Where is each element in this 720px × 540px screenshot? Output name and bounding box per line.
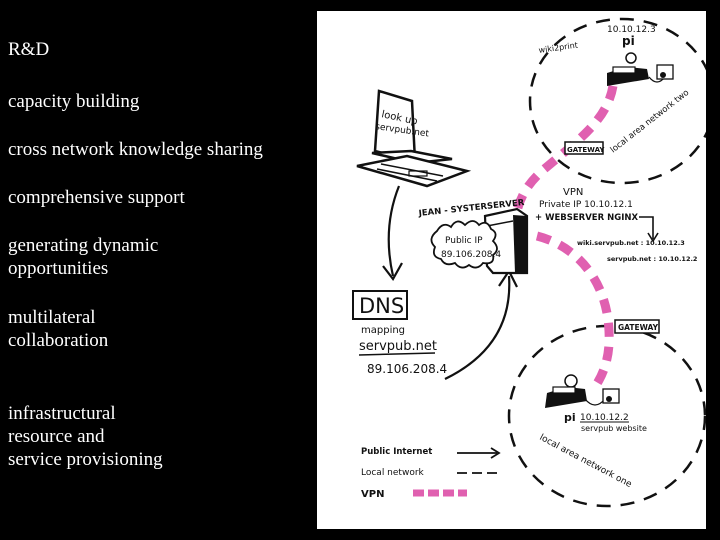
- network-two-gateway-box: [564, 141, 604, 155]
- legend: Public Internet Local network VPN: [361, 447, 501, 500]
- network-one-ip: 10.10.12.2: [580, 413, 629, 423]
- network-two-label: local area network two: [609, 88, 691, 156]
- bullet-line: generating dynamic: [8, 235, 159, 256]
- network-two-device: pi: [622, 34, 635, 48]
- bullet-line: resource and: [8, 426, 105, 447]
- arrowhead-icon: [647, 232, 659, 243]
- bullet-comprehensive-support: comprehensive support: [8, 186, 185, 209]
- bullet-line: R&D: [8, 39, 50, 60]
- bullet-line: comprehensive support: [8, 187, 185, 208]
- bullet-line: infrastructural: [8, 403, 116, 424]
- bullet-line: opportunities: [8, 258, 109, 279]
- vpn-link-network-one: [535, 231, 614, 394]
- legend-local-network-label: Local network: [361, 468, 425, 478]
- raspberry-pi-icon: [545, 374, 620, 408]
- dns-domain: servpub.net: [359, 339, 437, 354]
- private-ip: Private IP 10.10.12.1: [539, 200, 633, 210]
- network-one-device: pi: [564, 411, 576, 424]
- arrowhead-icon: [382, 262, 403, 281]
- routing-arrow: [639, 216, 654, 239]
- bullet-rnd: R&D: [8, 38, 49, 61]
- bullet-dynamic-opportunities: generating dynamic opportunities: [8, 234, 158, 280]
- dns-ip: 89.106.208.4: [367, 362, 447, 376]
- route-wiki: wiki.servpub.net : 10.10.12.3: [577, 239, 685, 247]
- dns-box: [352, 290, 408, 320]
- public-ip-cloud: [430, 220, 498, 269]
- public-internet-arrow-dns-server: [444, 275, 511, 380]
- bullet-capacity-building: capacity building: [8, 90, 139, 113]
- network-one-service: servpub website: [581, 424, 647, 433]
- bullet-line: collaboration: [8, 330, 109, 351]
- vpn-link-network-two: [510, 85, 618, 224]
- vpn-label: VPN: [563, 187, 583, 198]
- bullet-infrastructural-provisioning: infrastructural resource and service pro…: [8, 402, 163, 471]
- network-diagram: look up servpub.net DNS mapping servpub.…: [317, 11, 706, 529]
- public-internet-arrow-laptop-dns: [387, 185, 401, 277]
- bullet-line: multilateral: [8, 307, 96, 328]
- network-one-gateway-box: [614, 319, 660, 334]
- legend-vpn-label: VPN: [361, 489, 384, 500]
- laptop-icon: [356, 89, 472, 188]
- server-icon: [483, 207, 529, 275]
- route-servpub: servpub.net : 10.10.12.2: [607, 255, 697, 263]
- legend-public-internet-label: Public Internet: [361, 447, 432, 457]
- bullet-knowledge-sharing: cross network knowledge sharing: [8, 138, 263, 161]
- network-two-gateway: GATEWAY: [567, 146, 605, 154]
- bullet-line: capacity building: [8, 91, 140, 112]
- arrowhead-icon: [490, 447, 501, 459]
- bullet-line: cross network knowledge sharing: [8, 139, 263, 160]
- webserver-label: + WEBSERVER NGINX: [535, 213, 638, 223]
- network-one-gateway: GATEWAY: [618, 323, 659, 332]
- bullet-line: service provisioning: [8, 449, 163, 470]
- dns-title: DNS: [359, 294, 404, 318]
- network-two-service: wiki2print: [538, 41, 578, 55]
- dns-mapping: mapping: [361, 325, 405, 336]
- bullet-multilateral-collaboration: multilateral collaboration: [8, 306, 108, 352]
- network-two-ip: 10.10.12.3: [607, 25, 656, 35]
- network-two-boundary: [528, 17, 706, 185]
- raspberry-pi-icon: [607, 52, 674, 86]
- public-ip-value: 89.106.208.4: [441, 250, 501, 260]
- public-ip-label: Public IP: [445, 236, 483, 246]
- network-one-label: local area network one: [538, 433, 634, 490]
